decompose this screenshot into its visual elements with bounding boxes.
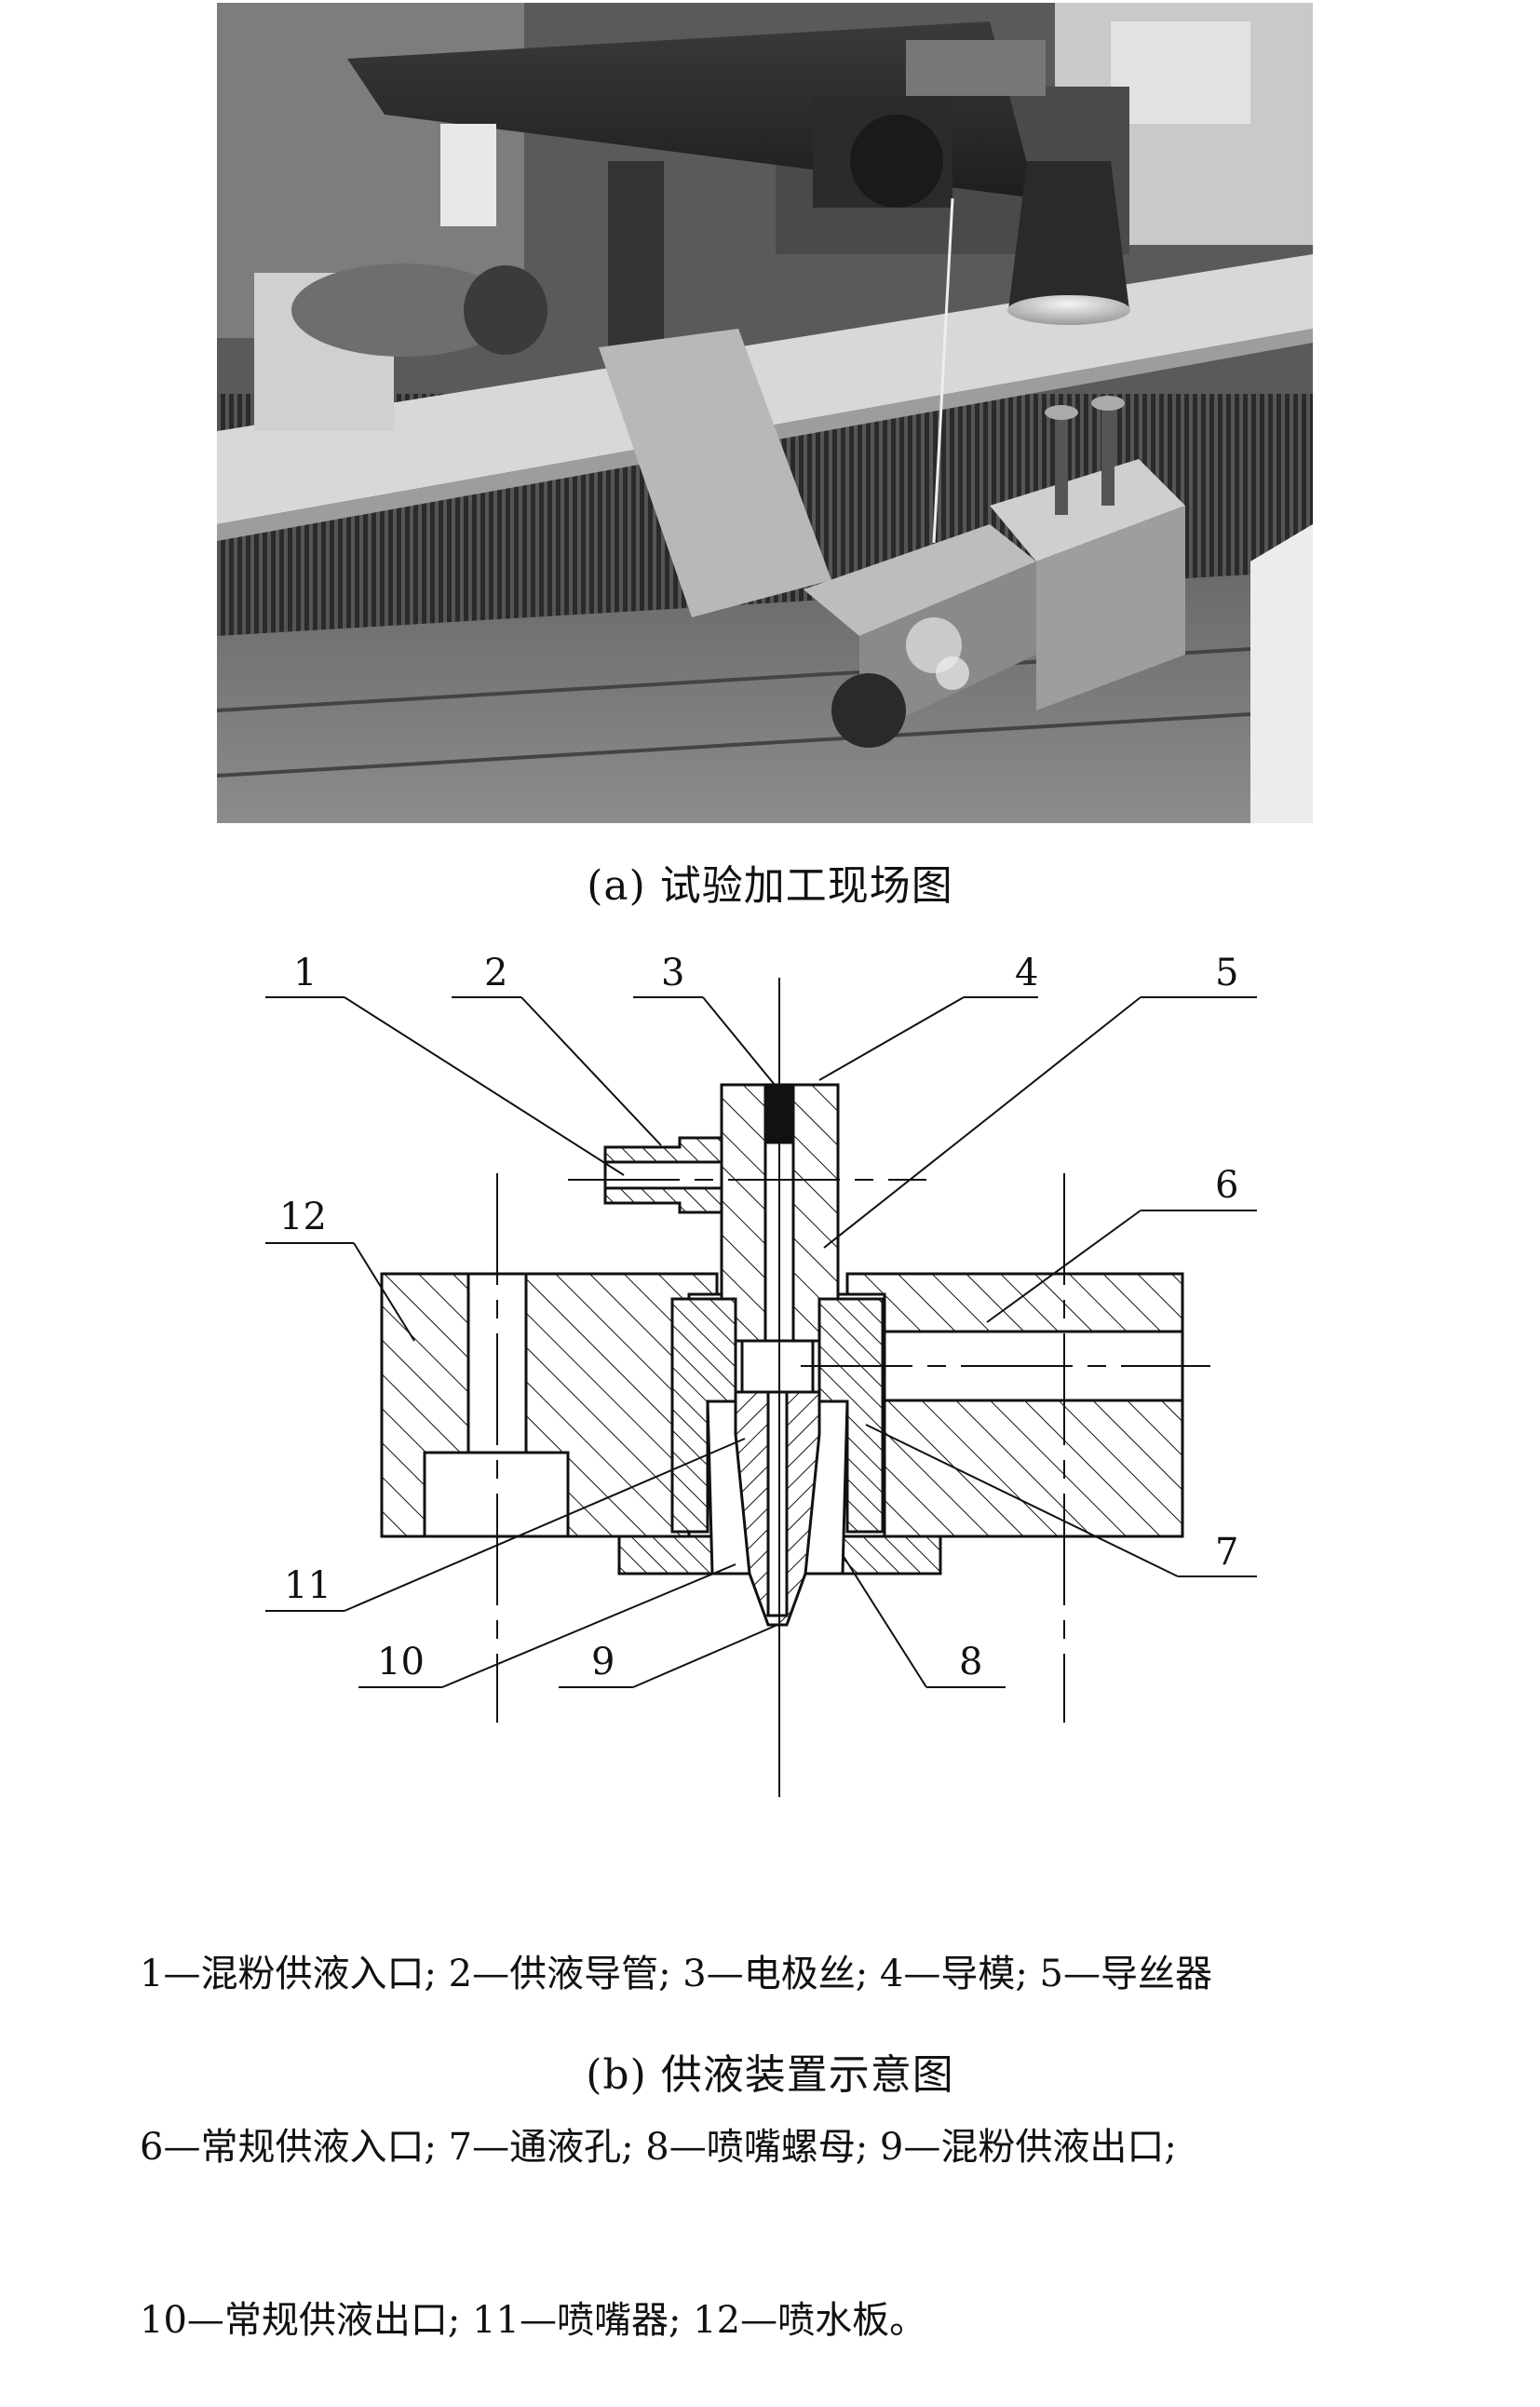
callout-5: 5 bbox=[1215, 952, 1238, 994]
supply-device-schematic: 1 2 3 4 5 6 7 8 9 10 11 12 bbox=[265, 952, 1257, 1797]
callout-4: 4 bbox=[1015, 952, 1038, 994]
callout-2: 2 bbox=[484, 952, 507, 994]
callout-3: 3 bbox=[661, 952, 684, 994]
figure-a-caption: (a) 试验加工现场图 bbox=[587, 862, 953, 910]
callout-12: 12 bbox=[279, 1196, 327, 1238]
callout-1: 1 bbox=[293, 952, 317, 994]
part-legend: 1—混粉供液入口; 2—供液导管; 3—电极丝; 4—导模; 5—导丝器 6—常… bbox=[140, 1830, 1443, 2407]
callout-8: 8 bbox=[959, 1641, 982, 1684]
machining-site-photo bbox=[217, 3, 1313, 823]
legend-line: 1—混粉供液入口; 2—供液导管; 3—电极丝; 4—导模; 5—导丝器 bbox=[140, 1953, 1213, 1995]
callout-9: 9 bbox=[591, 1641, 615, 1684]
callout-6: 6 bbox=[1215, 1164, 1238, 1207]
figure-b-caption: (b) 供液装置示意图 bbox=[586, 2051, 954, 2099]
callout-11: 11 bbox=[284, 1564, 331, 1607]
legend-line: 6—常规供液入口; 7—通液孔; 8—喷嘴螺母; 9—混粉供液出口; bbox=[140, 2126, 1177, 2169]
callout-10: 10 bbox=[377, 1641, 425, 1684]
callout-7: 7 bbox=[1215, 1531, 1238, 1574]
legend-line: 10—常规供液出口; 11—喷嘴器; 12—喷水板。 bbox=[140, 2299, 927, 2342]
